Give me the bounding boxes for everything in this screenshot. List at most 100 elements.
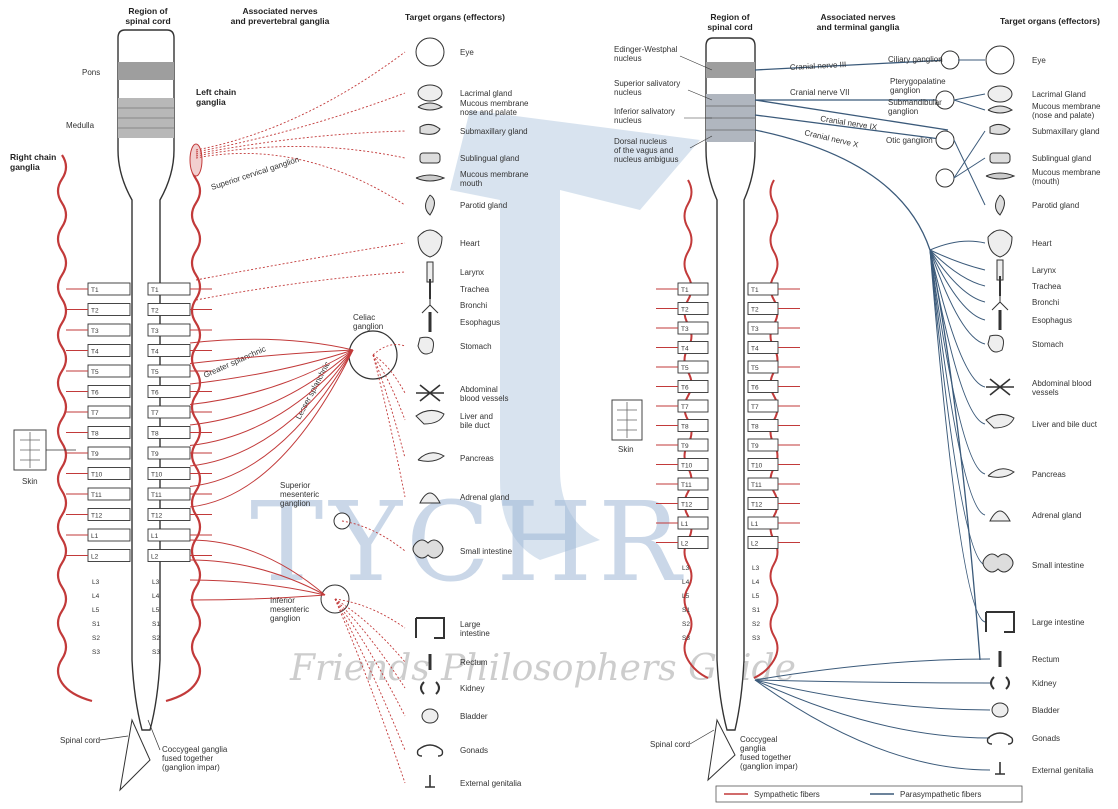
- left-organ: Bronchi: [422, 297, 487, 313]
- right-segment-label: T11: [681, 482, 692, 489]
- left-organ-label: Heart: [460, 239, 480, 248]
- left-organ-label: Large: [460, 620, 481, 629]
- right-organ: Pancreas: [988, 469, 1066, 479]
- right-organ-label: Adrenal gland: [1032, 511, 1081, 520]
- left-segment-label: T4: [151, 349, 159, 356]
- right-segment-label: T3: [681, 326, 689, 333]
- right-organ-label: Liver and bile duct: [1032, 420, 1098, 429]
- right-nucleus-1b: nucleus: [614, 54, 642, 63]
- right-segment-label: T1: [751, 287, 759, 294]
- right-segment-label: L2: [751, 541, 759, 548]
- left-label-sup-mes-1: Superior: [280, 481, 311, 490]
- right-organ-label: Heart: [1032, 239, 1052, 248]
- right-segment-label: T9: [751, 443, 759, 450]
- left-organ-label: Adrenal gland: [460, 493, 509, 502]
- left-segment-label: T3: [91, 328, 99, 335]
- right-label-coccygeal-2: ganglia: [740, 744, 766, 753]
- right-organ-icon: [986, 379, 1014, 395]
- right-segment-label: T7: [681, 404, 689, 411]
- left-lower-segment-label: S2: [152, 635, 160, 642]
- left-lower-segment-label: L5: [152, 607, 160, 614]
- right-header-nerves-2: and terminal ganglia: [817, 22, 900, 32]
- left-label-left-chain-1: Left chain: [196, 87, 236, 97]
- left-organ: Trachea: [430, 279, 490, 299]
- left-lower-segment-label: S3: [92, 649, 100, 656]
- right-organ-icon: [988, 469, 1014, 478]
- right-organ: Stomach: [988, 335, 1064, 352]
- left-organ-label: nose and palate: [460, 108, 517, 117]
- left-organ: Eye: [416, 38, 474, 66]
- right-header-targets: Target organs (effectors): [1000, 16, 1100, 26]
- left-organ-label: Mucous membrane: [460, 99, 529, 108]
- left-lower-segment-label: L3: [152, 579, 160, 586]
- left-fiber-splanchnic: [190, 350, 353, 405]
- right-segment-label: T5: [751, 365, 759, 372]
- left-header-region-2: spinal cord: [125, 16, 170, 26]
- right-segment-label: T11: [751, 482, 762, 489]
- left-organ-label: Parotid gland: [460, 201, 507, 210]
- left-organ-icon: [422, 297, 438, 313]
- left-organ-label: Abdominal: [460, 385, 498, 394]
- left-segment-label: T3: [151, 328, 159, 335]
- left-lower-segment-label: L4: [152, 593, 160, 600]
- right-organ-label: Eye: [1032, 56, 1046, 65]
- left-label-right-chain-2: ganglia: [10, 162, 40, 172]
- right-organ-label: Abdominal blood: [1032, 379, 1092, 388]
- right-organ-label: Pancreas: [1032, 470, 1066, 479]
- right-organ-icon: [992, 703, 1008, 717]
- right-segment-label: T6: [681, 385, 689, 392]
- right-organ-icon: [983, 554, 1013, 572]
- right-organ: Eye: [986, 46, 1046, 74]
- right-lower-segment-label: S1: [752, 607, 760, 614]
- left-segment-label: T11: [151, 492, 162, 499]
- right-pons-band: [706, 62, 755, 78]
- right-segment-label: T10: [751, 463, 763, 470]
- right-fiber-vagus: [930, 250, 985, 424]
- left-label-coccygeal-2: fused together: [162, 754, 213, 763]
- right-organ: Adrenal gland: [990, 511, 1081, 521]
- left-organ-icon: [420, 124, 440, 134]
- left-organ: Larynx: [427, 262, 484, 282]
- right-organ-label: Trachea: [1032, 282, 1062, 291]
- right-organ-label: Sublingual gland: [1032, 154, 1091, 163]
- right-organ: Mucous membrane(nose and palate): [988, 102, 1101, 120]
- right-segment-label: T8: [751, 424, 759, 431]
- left-organ: Stomach: [418, 337, 492, 354]
- right-organ: Large intestine: [986, 612, 1085, 632]
- right-ganglion-2a: Pterygopalatine: [890, 77, 946, 86]
- right-nucleus-4a: Dorsal nucleus: [614, 137, 667, 146]
- right-organ-icon: [988, 230, 1012, 257]
- left-organ-label: bile duct: [460, 421, 491, 430]
- right-segment-label: T2: [751, 307, 759, 314]
- right-nucleus-1a: Edinger-Westphal: [614, 45, 678, 54]
- right-segment-label: T8: [681, 424, 689, 431]
- right-segment-label: T4: [681, 346, 689, 353]
- right-ganglion-2b: ganglion: [890, 86, 920, 95]
- left-segment-label: T2: [91, 308, 99, 315]
- left-label-sup-mes-2: mesenteric: [280, 490, 319, 499]
- left-segment-label: L1: [91, 533, 99, 540]
- right-lower-segment-label: S3: [682, 635, 690, 642]
- right-organ-icon: [988, 335, 1004, 352]
- right-label-coccygeal-1: Coccygeal: [740, 735, 778, 744]
- left-segment-label: T10: [91, 472, 103, 479]
- legend-sympathetic-label: Sympathetic fibers: [754, 790, 820, 799]
- left-label-coccygeal-1: Coccygeal ganglia: [162, 745, 228, 754]
- left-organ-label: Submaxillary gland: [460, 127, 528, 136]
- right-header-nerves-1: Associated nerves: [820, 12, 895, 22]
- left-fiber-upper: [196, 146, 405, 158]
- right-organ: Mucous membrane(mouth): [986, 168, 1101, 186]
- left-organ: Sublingual gland: [420, 153, 519, 163]
- left-organ: Esophagus: [430, 312, 500, 332]
- left-organ-icon: [426, 195, 435, 215]
- right-organ: Kidney: [991, 677, 1056, 689]
- right-ganglion-3b: ganglion: [888, 107, 918, 116]
- left-header-nerves-2: and prevertebral ganglia: [231, 16, 330, 26]
- right-organ: Trachea: [1000, 276, 1062, 296]
- right-organ: Sublingual gland: [990, 153, 1091, 163]
- left-fiber-lower: [335, 599, 405, 783]
- right-organ: Esophagus: [1000, 310, 1072, 330]
- right-lower-segment-label: S2: [682, 621, 690, 628]
- right-lower-segment-label: S1: [682, 607, 690, 614]
- right-organ-label: Parotid gland: [1032, 201, 1079, 210]
